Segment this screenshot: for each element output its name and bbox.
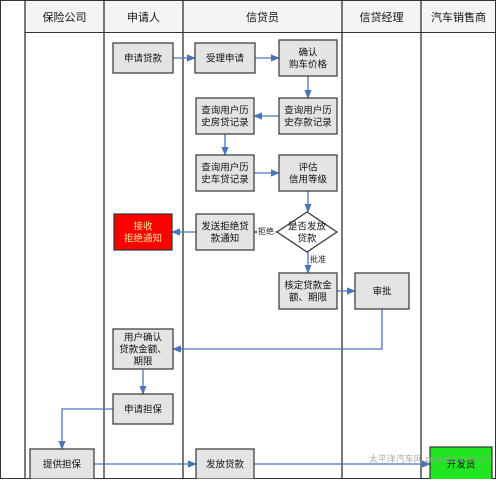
node-label: 是否发放 — [288, 220, 327, 232]
node-label: 审批 — [372, 285, 392, 297]
node-label: 查询用户历 — [201, 104, 249, 116]
edge-label-bg — [257, 226, 275, 237]
node-provide-guarantee: 提供担保 — [29, 448, 95, 480]
watermark: 太平洋汽车网 pcauto.com.cn — [369, 453, 492, 465]
node-accept-apply: 受理申请 — [194, 42, 256, 74]
node-label: 贷款金额、 — [119, 343, 167, 355]
process-shape — [194, 42, 256, 74]
node-label: 受理申请 — [206, 52, 245, 64]
node-label: 贷款 — [297, 232, 317, 244]
node-label: 拒绝通知 — [124, 232, 162, 244]
edge-label-bg — [309, 254, 327, 265]
process-shape — [29, 448, 95, 480]
node-label: 购车价格 — [289, 58, 328, 70]
node-label: 核定贷款金 — [284, 279, 332, 291]
node-label: 发送拒绝贷 — [201, 220, 249, 232]
node-label: 评估 — [298, 161, 318, 173]
edge-label-decide_loan-to-send_reject: 拒绝 — [258, 226, 274, 236]
process-shape — [195, 213, 255, 251]
node-label: 信用等级 — [289, 173, 328, 185]
node-label: 期限 — [133, 356, 153, 367]
node-label: 款通知 — [211, 232, 240, 244]
process-shape — [112, 393, 174, 425]
process-shape — [195, 448, 255, 480]
decision-shape — [275, 211, 339, 253]
node-dealer-pickup: 开发货 — [429, 446, 493, 482]
node-label: 用户确认 — [124, 331, 163, 343]
node-apply-guarantee: 申请担保 — [112, 393, 174, 425]
connector-apply_guarantee-to-provide_guarantee — [58, 408, 113, 450]
node-issue-loan: 发放贷款 — [195, 448, 255, 480]
process-shape — [112, 328, 174, 370]
node-label: 确认 — [298, 46, 318, 58]
lane-title-applicant: 申请人 — [127, 11, 160, 24]
node-label: 史存款记录 — [284, 116, 332, 128]
lane-title-dealer: 汽车销售商 — [431, 10, 486, 24]
flow-nodes: 申请贷款受理申请确认购车价格查询用户历史存款记录查询用户历史房贷记录查询用户历史… — [29, 39, 493, 482]
node-label: 开发货 — [447, 458, 476, 470]
process-shape — [278, 39, 338, 77]
process-shape — [278, 97, 338, 135]
process-shape — [195, 154, 255, 192]
node-label: 申请贷款 — [124, 52, 163, 64]
lane-title-officer: 信贷员 — [246, 10, 279, 24]
node-label: 接收 — [133, 220, 153, 232]
node-approve: 审批 — [354, 272, 410, 310]
connector-approve-to-user_confirm — [172, 309, 383, 353]
process-shape — [112, 42, 174, 74]
edge-label-decide_loan-to-set_amount: 批准 — [310, 254, 326, 264]
node-label: 查询用户历 — [284, 104, 332, 116]
node-label: 提供担保 — [43, 458, 82, 470]
process-shape — [195, 97, 255, 135]
node-label: 史车贷记录 — [201, 173, 249, 185]
lane-title-insurer: 保险公司 — [43, 10, 87, 24]
process-shape — [278, 154, 338, 192]
node-label: 额、期限 — [289, 291, 328, 303]
node-label: 查询用户历 — [201, 161, 249, 173]
node-label: 史房贷记录 — [201, 116, 249, 128]
node-label: 申请担保 — [124, 403, 163, 415]
node-apply-loan: 申请贷款 — [112, 42, 174, 74]
process-shape — [113, 213, 173, 251]
process-shape — [278, 272, 338, 310]
node-label: 发放贷款 — [206, 458, 245, 470]
process-shape — [354, 272, 410, 310]
lane-title-manager: 信贷经理 — [360, 10, 404, 24]
